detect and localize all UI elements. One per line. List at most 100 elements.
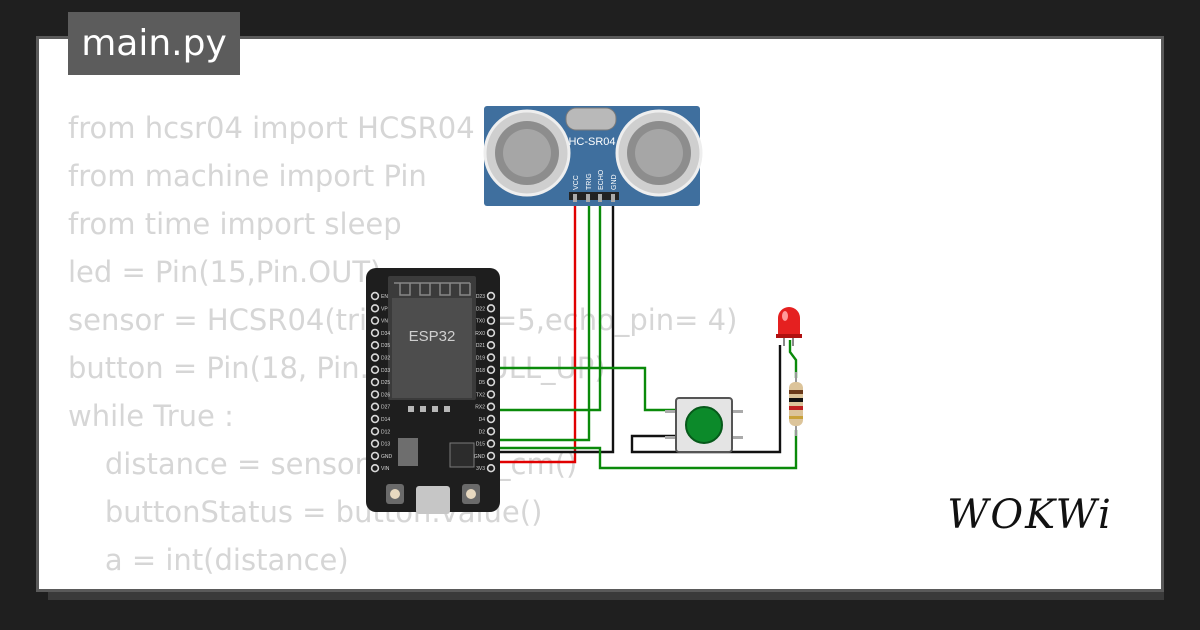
ultrasonic-transducer-right [615,109,703,197]
right-pin-hole[interactable] [486,316,496,325]
right-pin-label: TX2 [476,392,485,398]
antenna-pads [408,406,450,412]
right-pin-hole[interactable] [486,414,496,424]
wokwi-logo-text: WOKWi [947,492,1113,538]
code-line: a = int(distance) [68,543,349,577]
left-pin-hole[interactable] [370,353,380,362]
right-pin-label: D2 [479,429,486,435]
code-line: while True : [68,399,234,433]
right-pin-hole[interactable] [486,328,496,338]
right-pin-hole[interactable] [486,365,496,374]
left-pin-hole[interactable] [370,341,380,350]
left-pin-hole[interactable] [370,328,380,338]
code-line: if buttonStatus == 0 [68,584,737,592]
wire-button-green[interactable] [495,366,676,412]
left-pin-label: D34 [381,331,390,337]
right-pin-hole[interactable] [486,464,496,473]
sensor-pin-vcc: VCC [573,175,580,190]
ultrasonic-transducer-left [483,109,571,197]
left-pin-hole[interactable] [370,451,380,461]
left-pin-label: D26 [381,392,390,398]
usb-port[interactable] [416,486,450,514]
left-pin-label: GND [381,454,393,460]
sensor-pin-echo: ECHO [598,169,605,190]
usb-chip [449,442,475,468]
left-pin-label: VIN [381,466,390,472]
sensor-pin-trig: TRIG [586,173,593,190]
right-pin-label: D23 [476,294,485,300]
code-line: led = Pin(15,Pin.OUT) [68,255,382,289]
right-pin-label: D4 [479,417,486,423]
wire-led-anode[interactable] [788,340,798,378]
left-pin-hole[interactable] [370,291,380,301]
right-pin-label: D18 [476,368,485,374]
right-pin-label: GND [474,454,486,460]
boot-button[interactable] [386,484,404,504]
left-pin-hole[interactable] [370,427,380,436]
left-pin-label: D14 [381,417,390,423]
code-line: from hcsr04 import HCSR04 [68,111,475,145]
right-pin-hole[interactable] [486,341,496,350]
sensor-pin-labels: VCC TRIG ECHO GND [573,169,618,190]
wokwi-logo: WOKWi [947,492,1113,538]
left-pin-hole[interactable] [370,304,380,313]
wire-trig-green[interactable] [495,200,591,442]
hcsr04-sensor[interactable]: HC-SR04 VCC TRIG ECHO GND [483,106,703,206]
right-pin-hole[interactable] [486,304,496,313]
wire-vcc-red[interactable] [495,200,577,464]
left-pin-hole[interactable] [370,439,380,448]
left-pin-hole[interactable] [370,414,380,424]
right-pin-hole[interactable] [486,427,496,436]
right-pin-hole[interactable] [486,451,496,461]
right-pin-hole[interactable] [486,439,496,448]
left-pin-hole[interactable] [370,316,380,325]
wire-echo-green[interactable] [495,200,602,412]
voltage-regulator [398,438,418,466]
left-pin-hole[interactable] [370,365,380,374]
wire-button-gnd-black[interactable] [630,345,782,454]
right-pin-hole[interactable] [486,291,496,301]
right-pin-label: D15 [476,442,485,448]
left-pin-label: VN [381,319,388,325]
left-pin-label: D13 [381,442,390,448]
chip-label: ESP32 [409,328,456,345]
sensor-pin-gnd: GND [611,174,618,190]
right-pin-hole[interactable] [486,390,496,399]
right-pin-label: D5 [479,380,486,386]
left-pin-label: D33 [381,368,390,374]
right-pin-label: 3V3 [476,466,485,472]
code-view: from hcsr04 import HCSR04 from machine im… [36,36,1164,592]
sensor-name: HC-SR04 [568,136,615,148]
left-pin-label: D32 [381,356,390,362]
left-pin-label: EN [381,294,388,300]
right-pin-label: D19 [476,356,485,362]
right-pin-label: TX0 [476,319,485,325]
right-pin-label: RX0 [475,331,485,337]
right-pin-label: D21 [476,343,485,349]
right-pin-hole[interactable] [486,377,496,387]
right-pin-label: D22 [476,306,485,312]
file-tab-main-py[interactable]: main.py [68,12,240,75]
left-pin-hole[interactable] [370,402,380,411]
left-pin-label: D25 [381,380,390,386]
card-shadow [48,592,1164,600]
left-pin-hole[interactable] [370,377,380,387]
red-led[interactable] [776,307,802,346]
right-pin-hole[interactable] [486,353,496,362]
right-pin-hole[interactable] [486,402,496,411]
resistor[interactable] [789,372,803,436]
esp32-right-pins: D23D22TX0RX0D21D19D18D5TX2RX2D4D2D15GND3… [474,291,496,473]
wires [495,200,798,470]
left-pin-hole[interactable] [370,464,380,473]
code-line: from machine import Pin [68,159,427,193]
esp32-board[interactable]: ESP32 ENVPVND34D35D32D33D25D26D27D14D12D… [366,268,500,514]
left-pin-hole[interactable] [370,390,380,399]
wire-led-green[interactable] [495,430,798,470]
push-button[interactable] [665,397,743,453]
left-pin-label: D12 [381,429,390,435]
left-pin-label: VP [381,306,388,312]
reset-button[interactable] [462,484,480,504]
esp32-left-pins: ENVPVND34D35D32D33D25D26D27D14D12D13GNDV… [370,291,393,473]
wire-gnd-black[interactable] [495,200,615,454]
